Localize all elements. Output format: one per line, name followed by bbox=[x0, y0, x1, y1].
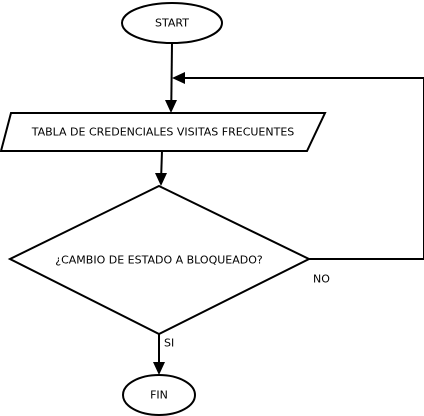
end-label: FIN bbox=[150, 389, 168, 402]
decision-node: ¿CAMBIO DE ESTADO A BLOQUEADO? bbox=[7, 184, 312, 336]
end-node: FIN bbox=[122, 374, 196, 416]
connector-start-process-line bbox=[170, 42, 173, 104]
process-label: TABLA DE CREDENCIALES VISITAS FRECUENTES bbox=[31, 126, 295, 139]
connector-process-to-decision bbox=[155, 150, 167, 186]
connector-yes-to-end: SI bbox=[153, 334, 174, 375]
arrowhead-yes-end bbox=[153, 362, 165, 375]
process-node: TABLA DE CREDENCIALES VISITAS FRECUENTES bbox=[0, 112, 327, 152]
end-ellipse bbox=[122, 374, 196, 416]
connector-start-to-process bbox=[165, 42, 177, 113]
connector-no-loop: NO bbox=[172, 72, 424, 286]
decision-label: ¿CAMBIO DE ESTADO A BLOQUEADO? bbox=[55, 254, 263, 267]
no-label: NO bbox=[313, 273, 330, 286]
connector-no-loop-line bbox=[183, 77, 424, 260]
arrowhead-no-loop bbox=[172, 72, 185, 84]
start-label: START bbox=[155, 17, 189, 30]
start-node: START bbox=[121, 2, 223, 44]
connector-process-decision-line bbox=[160, 150, 163, 176]
arrowhead-start-process bbox=[165, 100, 177, 113]
yes-label: SI bbox=[164, 337, 174, 350]
process-parallelogram bbox=[0, 112, 327, 152]
arrowhead-process-decision bbox=[155, 173, 167, 186]
